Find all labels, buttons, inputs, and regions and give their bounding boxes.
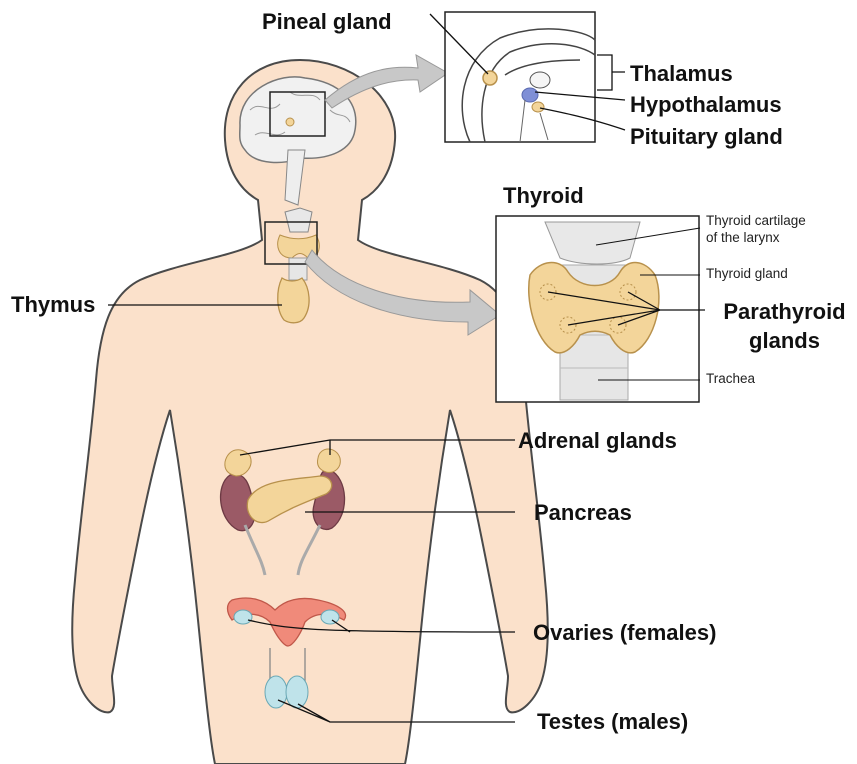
testis-right (286, 676, 308, 708)
trachea-label: Trachea (706, 371, 755, 388)
thyroid-cartilage-line1: Thyroid cartilage (706, 213, 806, 230)
pineal-gland-inset (483, 71, 497, 85)
body-silhouette (72, 60, 548, 764)
parathyroid-line1: Parathyroid (712, 298, 857, 327)
pancreas-label: Pancreas (534, 502, 632, 524)
trachea-small (289, 258, 307, 280)
ovary-left (234, 610, 252, 624)
thyroid-cartilage-label: Thyroid cartilage of the larynx (706, 213, 806, 247)
ovaries-label: Ovaries (females) (533, 622, 716, 644)
hypothalamus-label: Hypothalamus (630, 94, 782, 116)
larynx-small (285, 208, 312, 232)
thyroid-gland-label: Thyroid gland (706, 266, 788, 283)
thyroid-title: Thyroid (503, 185, 584, 207)
pineal-gland-label: Pineal gland (262, 11, 392, 33)
testes-label: Testes (males) (537, 711, 688, 733)
thyroid-cartilage-line2: of the larynx (706, 230, 806, 247)
pituitary-gland-label: Pituitary gland (630, 126, 783, 148)
adrenal-right (317, 449, 340, 472)
pituitary-shape (532, 102, 544, 112)
parathyroid-line2: glands (712, 327, 857, 356)
testis-left (265, 676, 287, 708)
ovary-right (321, 610, 339, 624)
thymus (278, 278, 309, 323)
adrenal-glands-label: Adrenal glands (518, 430, 677, 452)
thalamus-label: Thalamus (630, 63, 733, 85)
hypothalamus-shape (522, 88, 538, 102)
thymus-label: Thymus (11, 294, 95, 316)
parathyroid-glands-label: Parathyroid glands (712, 298, 857, 355)
thalamus-shape (530, 72, 550, 88)
pineal-small (286, 118, 294, 126)
